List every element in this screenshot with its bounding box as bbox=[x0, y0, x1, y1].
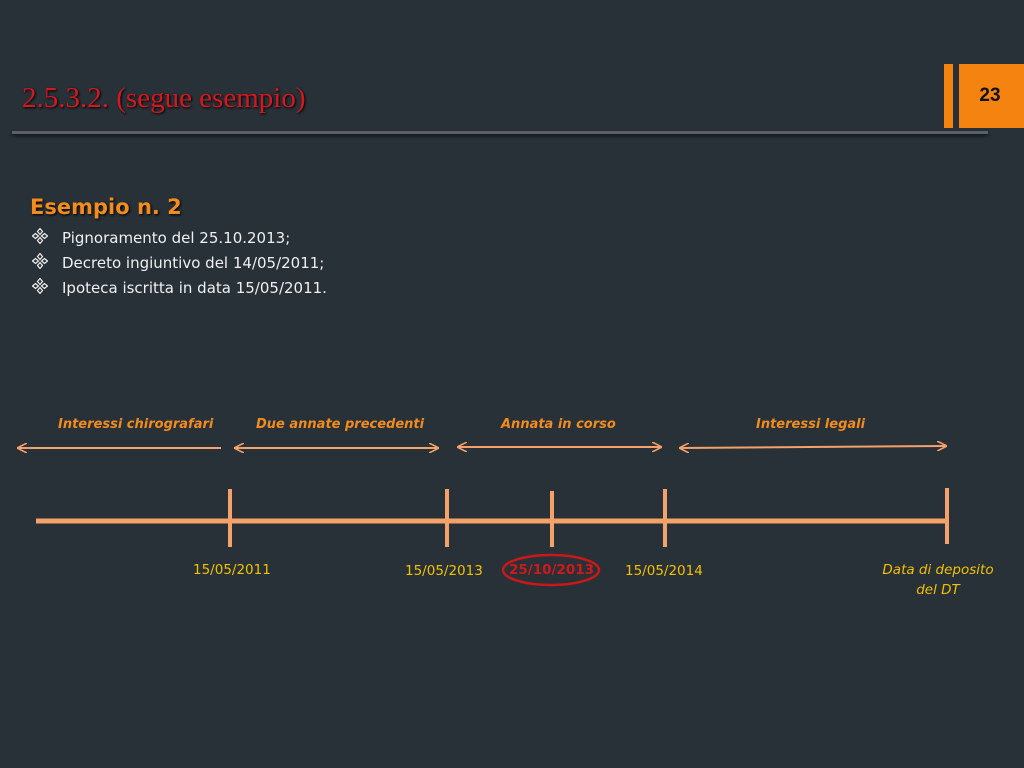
date-label-25-10-2013: 25/10/2013 bbox=[509, 562, 595, 578]
four-diamond-bullet-icon bbox=[32, 253, 48, 269]
period-label-due-annate-precedenti: Due annate precedenti bbox=[256, 417, 425, 432]
date-label-15-05-2013: 15/05/2013 bbox=[405, 563, 483, 579]
date-label-15-05-2011: 15/05/2011 bbox=[193, 562, 271, 578]
four-diamond-bullet-icon bbox=[32, 228, 48, 244]
bullet-text: Pignoramento del 25.10.2013; bbox=[62, 229, 291, 247]
period-arrow-interessi-legali bbox=[680, 446, 946, 448]
period-label-interessi-legali: Interessi legali bbox=[756, 417, 866, 432]
date-label-deposito-line1: Data di deposito bbox=[882, 562, 994, 578]
four-diamond-bullet-icon bbox=[32, 278, 48, 294]
slide-number: 23 bbox=[979, 85, 1001, 106]
title-divider bbox=[12, 131, 988, 134]
slide-number-box: 23 bbox=[959, 64, 1024, 128]
period-label-annata-in-corso: Annata in corso bbox=[501, 417, 616, 432]
date-label-15-05-2014: 15/05/2014 bbox=[625, 563, 703, 579]
bullet-text: Ipoteca iscritta in data 15/05/2011. bbox=[62, 279, 327, 297]
highlight-circle bbox=[501, 553, 601, 587]
date-label-deposito-dt: Data di deposito del DT bbox=[872, 560, 1004, 600]
example-heading: Esempio n. 2 bbox=[30, 195, 182, 219]
date-label-deposito-line2: del DT bbox=[916, 582, 960, 598]
bullet-text: Decreto ingiuntivo del 14/05/2011; bbox=[62, 254, 325, 272]
slide-number-accent-bar bbox=[944, 64, 953, 128]
period-label-interessi-chirografari: Interessi chirografari bbox=[58, 417, 214, 432]
slide-title: 2.5.3.2. (segue esempio) bbox=[22, 82, 306, 114]
